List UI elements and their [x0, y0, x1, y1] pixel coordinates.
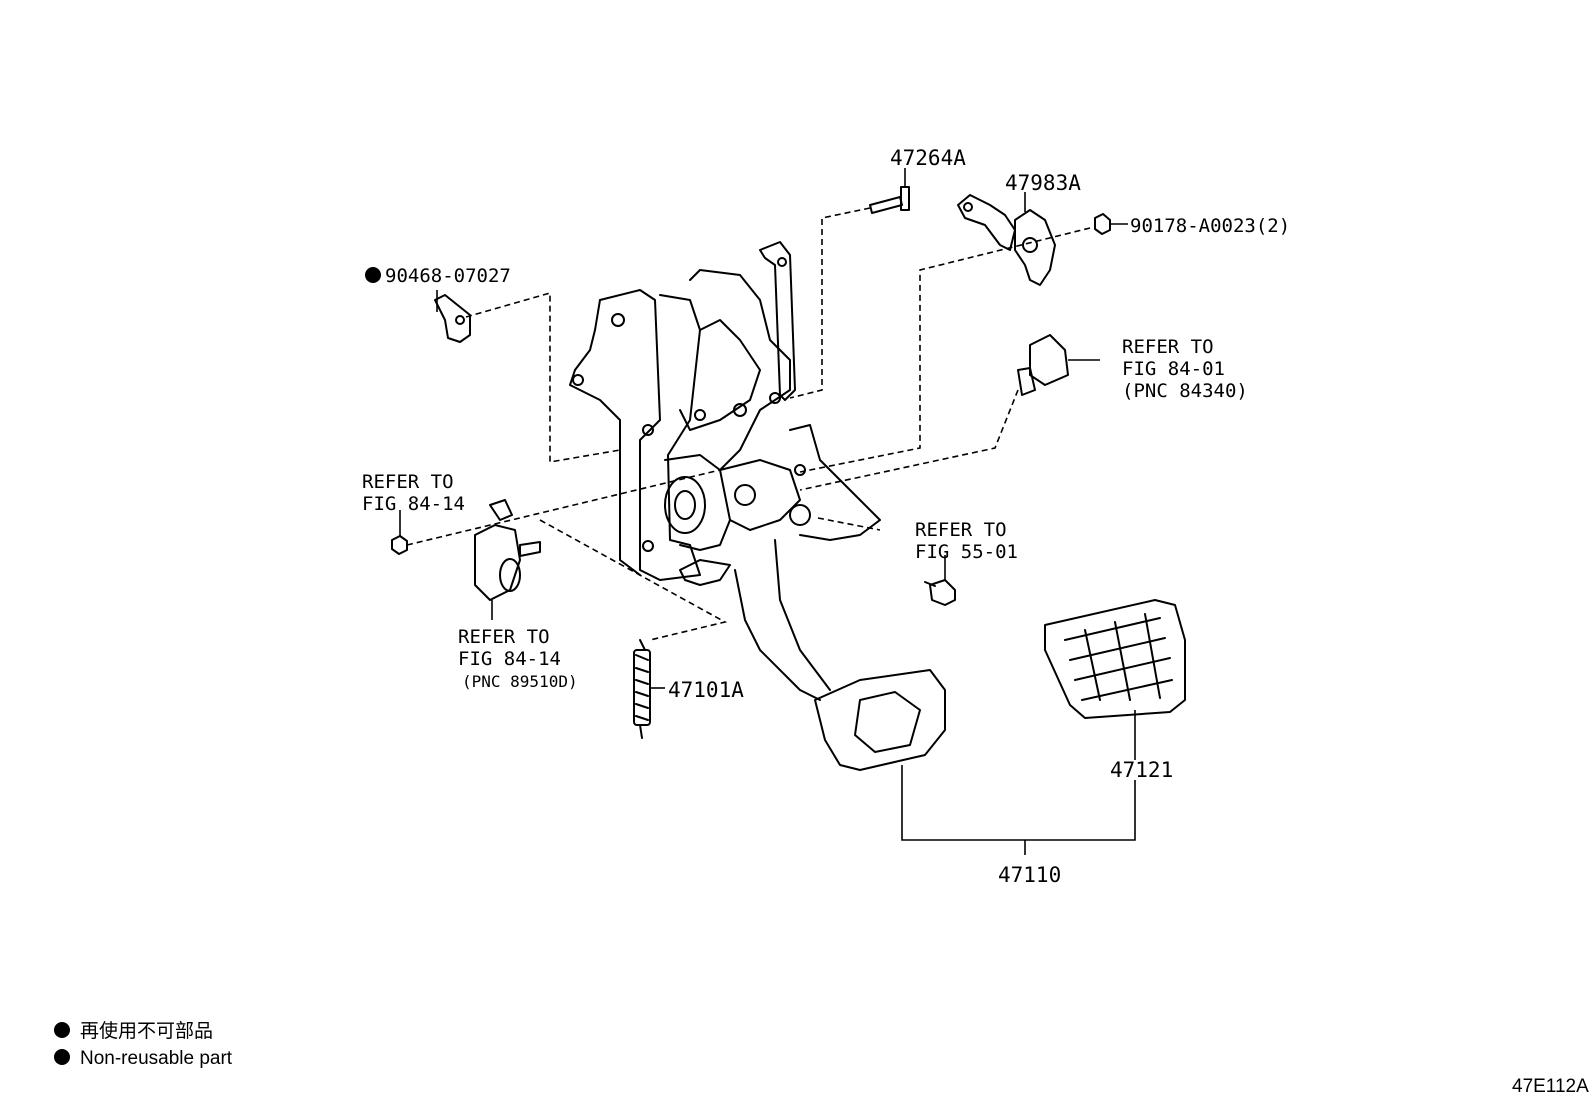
- refer-mid-right-line1: REFER TO: [915, 519, 1007, 541]
- sensor-bracket-47983a: [957, 194, 1056, 286]
- legend-japanese: 再使用不可部品: [80, 1020, 213, 1042]
- return-spring-47101a: [633, 639, 651, 739]
- nut-90178: [1094, 213, 1128, 235]
- bolt-fig-55-01: [924, 579, 956, 606]
- refer-left-lower-line1: REFER TO: [458, 626, 550, 648]
- refer-left-upper-line1: REFER TO: [362, 471, 454, 493]
- callout-47110: 47110: [998, 863, 1061, 887]
- callout-90468: 90468-07027: [385, 265, 511, 287]
- refer-mid-right-line2: FIG 55-01: [915, 541, 1018, 563]
- legend-english: Non-reusable part: [80, 1048, 233, 1069]
- nut-left-upper: [391, 535, 408, 555]
- dashed-reference-lines: [406, 207, 1091, 641]
- pedal-position-sensor: [474, 499, 541, 601]
- leader-lines: [399, 168, 1136, 855]
- refer-top-right-line2: FIG 84-01: [1122, 358, 1225, 380]
- refer-left-lower-line3: (PNC 89510D): [462, 672, 578, 691]
- pedal-bracket-assembly: [569, 241, 946, 771]
- refer-left-lower-line2: FIG 84-14: [458, 648, 561, 670]
- figure-code: 47E112A: [1512, 1076, 1589, 1097]
- legend: 再使用不可部品 Non-reusable part: [54, 1020, 233, 1069]
- pin-47264a: [869, 186, 910, 214]
- callout-47121: 47121: [1110, 758, 1173, 782]
- non-reusable-marker-icon: [365, 267, 381, 283]
- refer-top-right-line1: REFER TO: [1122, 336, 1214, 358]
- legend-bullet-icon: [54, 1049, 70, 1065]
- callout-90178: 90178-A0023(2): [1130, 215, 1290, 237]
- stop-lamp-switch: [1017, 334, 1100, 396]
- callout-47101a: 47101A: [668, 678, 744, 702]
- pedal-pad-47121: [1044, 599, 1186, 719]
- callout-47264a: 47264A: [890, 146, 966, 170]
- callout-47983a: 47983A: [1005, 171, 1081, 195]
- refer-top-right-line3: (PNC 84340): [1122, 380, 1248, 402]
- legend-bullet-icon: [54, 1022, 70, 1038]
- refer-left-upper-line2: FIG 84-14: [362, 493, 465, 515]
- clip-90468: [434, 290, 471, 343]
